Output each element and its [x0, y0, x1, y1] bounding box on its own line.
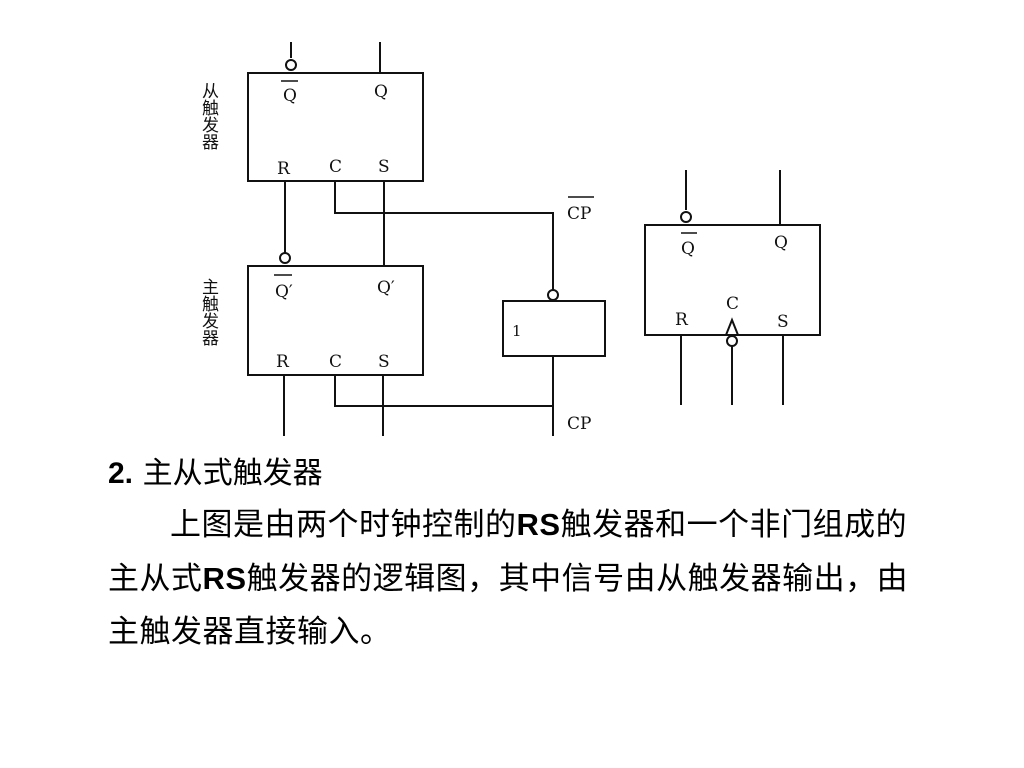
cp-label: CP: [567, 414, 591, 434]
slave-qbar-bubble: [285, 59, 297, 71]
symbol-clock-bubble: [726, 335, 738, 347]
caption: 2. 主从式触发器 上图是由两个时钟控制的RS触发器和一个非门组成的主从式RS触…: [108, 452, 948, 659]
master-c-label: C: [329, 352, 342, 372]
body-part-3: 触发器的逻辑图，其中信号由从触发器输出，由主触发器直接输入。: [108, 561, 909, 650]
symbol-r-label: R: [675, 310, 689, 330]
section-heading: 2. 主从式触发器: [108, 452, 948, 496]
body-part-1: 上图是由两个时钟控制的: [170, 507, 517, 543]
slave-ff-side-label: 从触发器: [198, 82, 219, 150]
heading-number: 2.: [108, 457, 134, 490]
body-rs-2: RS: [202, 561, 247, 596]
slave-s-label: S: [378, 157, 390, 177]
slave-qbar-label: Q: [283, 86, 297, 106]
symbol-ff-box: [644, 224, 821, 336]
master-slave-rs-flipflop-diagram: 从触发器 主触发器 Q Q R C S Q′ Q′ R C S 1 CP CP …: [198, 42, 821, 436]
clock-wedge: [725, 317, 739, 336]
body-rs-1: RS: [516, 507, 561, 542]
body-paragraph: 上图是由两个时钟控制的RS触发器和一个非门组成的主从式RS触发器的逻辑图，其中信…: [108, 498, 930, 659]
master-qbar-bubble: [279, 252, 291, 264]
slave-q-label: Q: [374, 82, 388, 102]
symbol-c-label: C: [726, 294, 739, 314]
inverter-bubble: [547, 289, 559, 301]
heading-text: 主从式触发器: [133, 456, 323, 491]
symbol-qbar-label: Q: [681, 239, 695, 259]
symbol-qbar-bubble: [680, 211, 692, 223]
master-q-label: Q′: [377, 278, 395, 298]
cp-bar-label: CP: [567, 204, 591, 224]
inverter-symbol: 1: [512, 322, 522, 340]
master-s-label: S: [378, 352, 390, 372]
master-ff-side-label: 主触发器: [198, 278, 219, 346]
body-part-2: 触发器和一个非门组成的主从式: [108, 507, 908, 597]
slave-c-label: C: [329, 157, 342, 177]
master-qbar-label: Q′: [275, 282, 293, 302]
symbol-s-label: S: [777, 312, 789, 332]
slave-r-label: R: [277, 159, 291, 179]
master-r-label: R: [276, 352, 290, 372]
symbol-q-label: Q: [774, 233, 788, 253]
